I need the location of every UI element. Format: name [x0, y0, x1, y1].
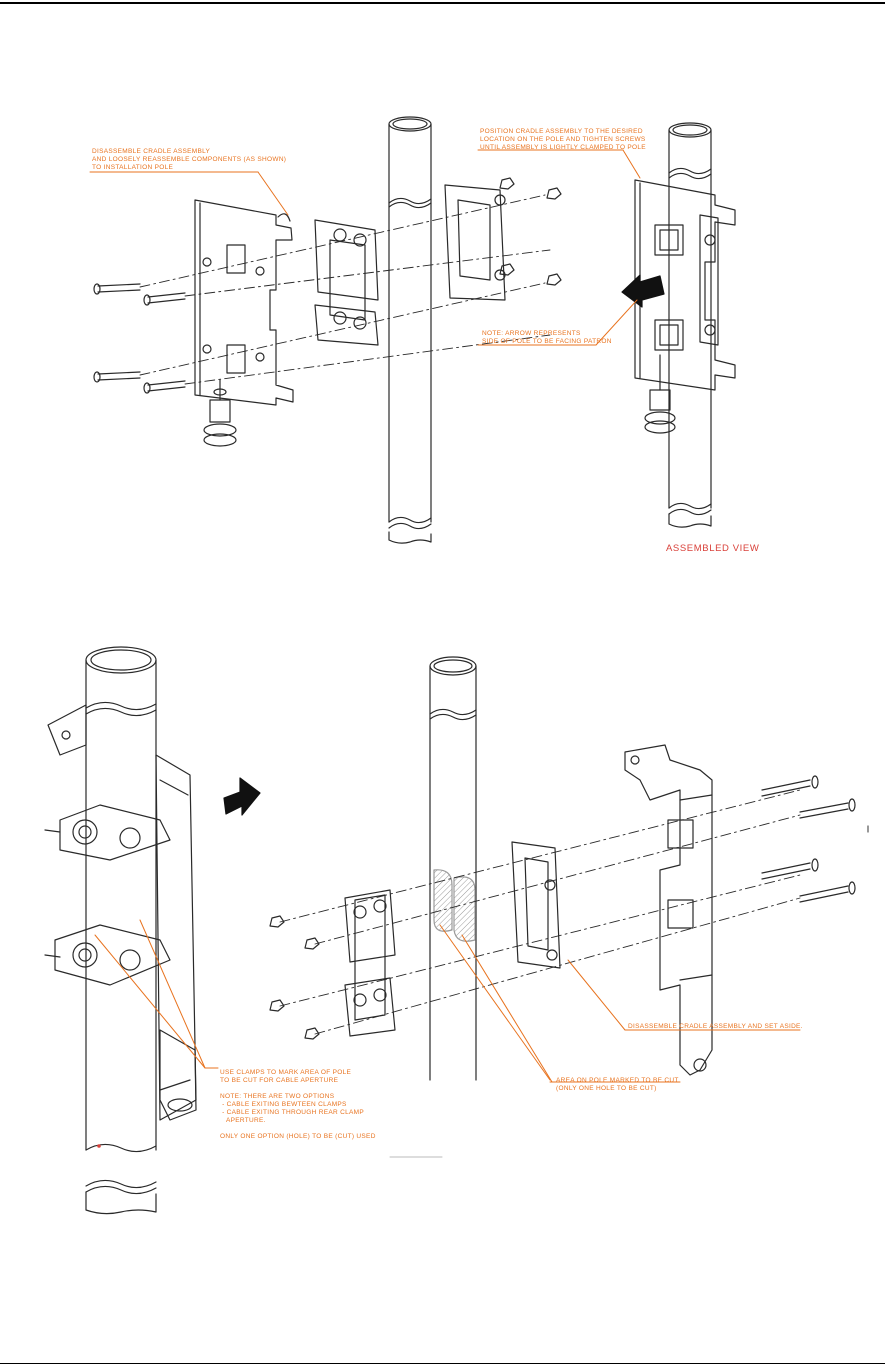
assembly-axes-top: [139, 194, 551, 385]
nuts-top: [499, 177, 562, 286]
cradle-back-plate-exploded: [194, 199, 294, 406]
top-rule: [0, 2, 885, 4]
note-disassemble-and-reassemble: DISASSEMBLE CRADLE ASSEMBLY AND LOOSELY …: [92, 148, 287, 171]
assembled-view-label: ASSEMBLED VIEW: [666, 543, 760, 554]
cradle-assembled: [634, 179, 736, 434]
nuts-bottom: [269, 915, 320, 1040]
cable-gland-top: [203, 379, 237, 447]
block-arrow-left-icon: [621, 274, 665, 308]
cradle-detail-bottom-left: [44, 704, 197, 1121]
bolts-bottom-right: [761, 775, 856, 903]
front-clamp-top: [314, 219, 379, 346]
rear-clamp-top: [444, 184, 506, 301]
note-area-marked-to-be-cut: AREA ON POLE MARKED TO BE CUT (ONLY ONE …: [556, 1077, 679, 1092]
bottom-rule: [0, 1363, 885, 1364]
pole-bottom-left: [85, 646, 157, 1215]
cradle-back-plate-bottom: [624, 744, 713, 1076]
rear-clamp-bottom: [511, 841, 561, 969]
pole-bottom-center: [429, 656, 477, 1081]
note-set-aside: DISASSEMBLE CRADLE ASSEMBLY AND SET ASID…: [628, 1023, 803, 1030]
note-position-cradle: POSITION CRADLE ASSEMBLY TO THE DESIRED …: [480, 128, 646, 151]
assembly-axes-bottom: [279, 789, 801, 1035]
note-use-clamps-to-mark: USE CLAMPS TO MARK AREA OF POLE TO BE CU…: [220, 1069, 376, 1140]
pole-top-center: [388, 116, 432, 544]
note-arrow-patron: NOTE: ARROW REPRESENTS SIDE OF POLE TO B…: [482, 330, 612, 345]
bolts-top-left: [93, 283, 186, 394]
pole-assembled-view: [668, 122, 712, 528]
leaders-bottom: [94, 919, 801, 1083]
front-clamp-bottom: [344, 889, 396, 1037]
block-arrow-right-icon: [223, 777, 261, 816]
leaders-top: [89, 149, 641, 346]
